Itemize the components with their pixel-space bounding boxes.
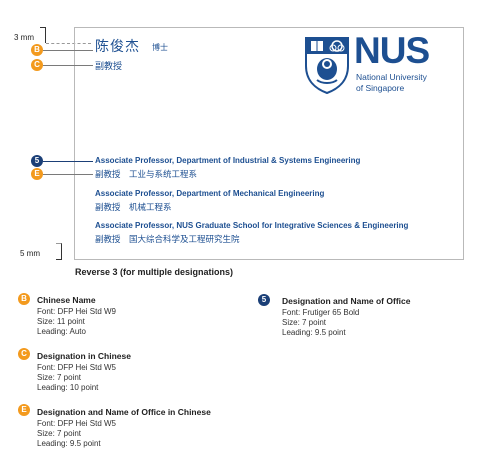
note-e-details: Font: DFP Hei Std W5 Size: 7 point Leadi… [37, 419, 116, 449]
note-b-line: Font: DFP Hei Std W9 [37, 307, 116, 316]
note-c-marker: C [18, 348, 30, 360]
note-c-line: Leading: 10 point [37, 383, 99, 392]
chinese-name: 陈俊杰 [95, 39, 140, 55]
note-5-marker: 5 [258, 294, 270, 306]
note-5-line: Leading: 9.5 point [282, 328, 346, 337]
note-e-line: Font: DFP Hei Std W5 [37, 419, 116, 428]
nus-line-1: National University [356, 72, 427, 82]
top-margin-bracket [40, 27, 46, 43]
note-b-title: Chinese Name [37, 295, 96, 305]
marker-c: C [31, 59, 43, 71]
nus-crest-icon [304, 36, 350, 95]
leader-b [43, 50, 93, 51]
card-caption: Reverse 3 (for multiple designations) [75, 267, 234, 277]
note-5-details: Font: Frutiger 65 Bold Size: 7 point Lea… [282, 308, 359, 338]
designation-3-cn: 副教授 国大综合科学及工程研究生院 [95, 235, 240, 245]
note-e-marker: E [18, 404, 30, 416]
marker-5: 5 [31, 155, 43, 167]
top-margin-label: 3 mm [14, 33, 34, 42]
note-c-line: Font: DFP Hei Std W5 [37, 363, 116, 372]
chinese-designation: 副教授 [95, 62, 123, 72]
leader-c [43, 65, 93, 66]
note-e-title: Designation and Name of Office in Chines… [37, 407, 211, 417]
note-e-line: Size: 7 point [37, 429, 82, 438]
leader-e [43, 174, 93, 175]
bottom-margin-bracket [56, 243, 62, 260]
note-c-details: Font: DFP Hei Std W5 Size: 7 point Leadi… [37, 363, 116, 393]
note-b-line: Size: 11 point [37, 317, 85, 326]
top-margin-guide [46, 43, 91, 44]
business-card-reverse [74, 27, 464, 260]
note-c-title: Designation in Chinese [37, 351, 131, 361]
note-b-details: Font: DFP Hei Std W9 Size: 11 point Lead… [37, 307, 116, 337]
note-5-line: Size: 7 point [282, 318, 327, 327]
designation-1-en: Associate Professor, Department of Indus… [95, 156, 361, 165]
note-c-line: Size: 7 point [37, 373, 82, 382]
bottom-margin-label: 5 mm [20, 249, 40, 258]
note-b-line: Leading: Auto [37, 327, 86, 336]
leader-5 [43, 161, 93, 162]
note-e-line: Leading: 9.5 point [37, 439, 101, 448]
chinese-title: 博士 [152, 43, 168, 52]
nus-wordmark: NUS [354, 30, 430, 71]
note-5-title: Designation and Name of Office [282, 296, 411, 306]
designation-3-en: Associate Professor, NUS Graduate School… [95, 221, 409, 230]
designation-1-cn: 副教授 工业与系统工程系 [95, 170, 198, 180]
designation-2-cn: 副教授 机械工程系 [95, 203, 172, 213]
designation-2-en: Associate Professor, Department of Mecha… [95, 189, 325, 198]
note-b-marker: B [18, 293, 30, 305]
marker-b: B [31, 44, 43, 56]
marker-e: E [31, 168, 43, 180]
nus-line-2: of Singapore [356, 83, 405, 93]
note-5-line: Font: Frutiger 65 Bold [282, 308, 360, 317]
